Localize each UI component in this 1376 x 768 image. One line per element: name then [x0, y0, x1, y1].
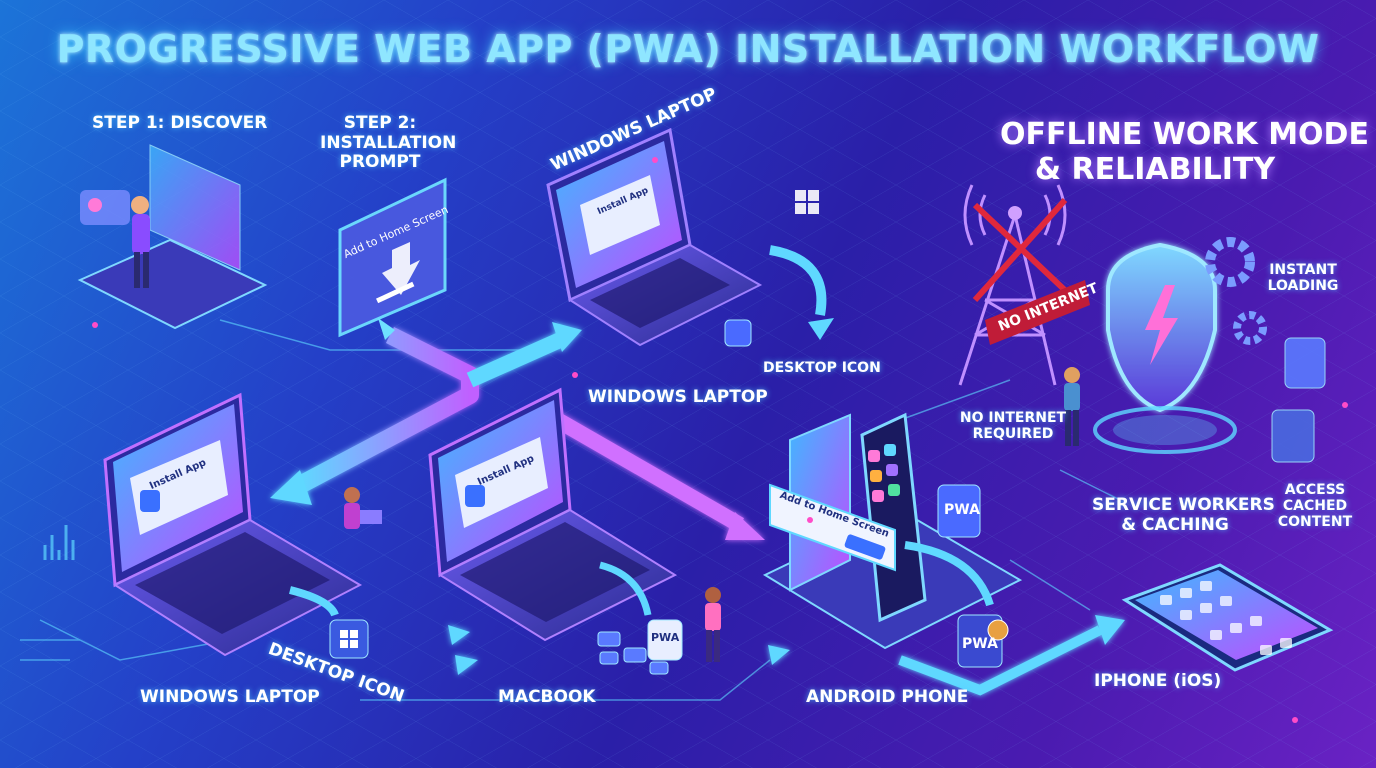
no-internet-required: NO INTERNET REQUIRED — [958, 410, 1068, 442]
glow-dots — [92, 157, 1348, 723]
android-pwa-badge: PWA — [944, 502, 980, 518]
android-label: ANDROID PHONE — [806, 687, 969, 707]
arrow-head-iphone — [1095, 615, 1125, 645]
page-title: PROGRESSIVE WEB APP (PWA) INSTALLATION W… — [56, 27, 1320, 71]
access-line3: CONTENT — [1277, 514, 1353, 531]
arrow-head-left — [270, 470, 312, 505]
android-graphic — [762, 412, 1023, 668]
left-laptop-graphic — [43, 392, 382, 659]
iphone-label: IPHONE (iOS) — [1094, 671, 1222, 691]
no-internet-required-line1: NO INTERNET — [959, 410, 1067, 426]
macbook-graphic — [428, 387, 721, 675]
step2-label: STEP 2: INSTALLATION PROMPT — [320, 113, 457, 173]
instant-loading: INSTANT LOADING — [1258, 262, 1348, 294]
step1-label: STEP 1: DISCOVER — [92, 113, 268, 133]
access-line2: CACHED — [1282, 498, 1348, 515]
discover-platform — [77, 144, 268, 330]
access-cached-content: ACCESS CACHED CONTENT — [1262, 482, 1368, 530]
instant-line2: LOADING — [1267, 278, 1339, 295]
offline-title-line1: OFFLINE WORK MODE — [1000, 117, 1369, 152]
circuit-lines — [20, 319, 1121, 701]
iphone-graphic — [1121, 563, 1334, 672]
offline-graphic — [958, 184, 1326, 463]
prompt-card — [338, 177, 447, 340]
android-pwa-badge-2: PWA — [962, 636, 998, 652]
service-line1: SERVICE WORKERS — [1092, 495, 1275, 515]
step2-line2: INSTALLATION — [320, 132, 457, 153]
macbook-label: MACBOOK — [498, 687, 596, 707]
arrow-head-right — [725, 512, 765, 540]
service-line2: & CACHING — [1121, 514, 1229, 535]
macbook-pwa-badge: PWA — [651, 631, 680, 644]
top-laptop-label: WINDOWS LAPTOP — [588, 387, 768, 407]
left-laptop-label: WINDOWS LAPTOP — [140, 687, 320, 707]
arrow-head-up — [552, 322, 582, 352]
service-workers: SERVICE WORKERS & CACHING — [1092, 495, 1275, 535]
step2-line3: PROMPT — [339, 152, 421, 173]
flow-arrows — [270, 322, 1125, 696]
no-internet-required-line2: REQUIRED — [972, 426, 1054, 443]
top-desktop-icon-label: DESKTOP ICON — [763, 360, 881, 376]
offline-title: OFFLINE WORK MODE & RELIABILITY — [1000, 117, 1369, 187]
instant-line1: INSTANT — [1269, 262, 1337, 278]
step2-line1: STEP 2: — [343, 113, 417, 133]
top-laptop-graphic — [546, 127, 834, 347]
access-line1: ACCESS — [1284, 482, 1346, 498]
offline-title-line2: & RELIABILITY — [1034, 151, 1276, 187]
